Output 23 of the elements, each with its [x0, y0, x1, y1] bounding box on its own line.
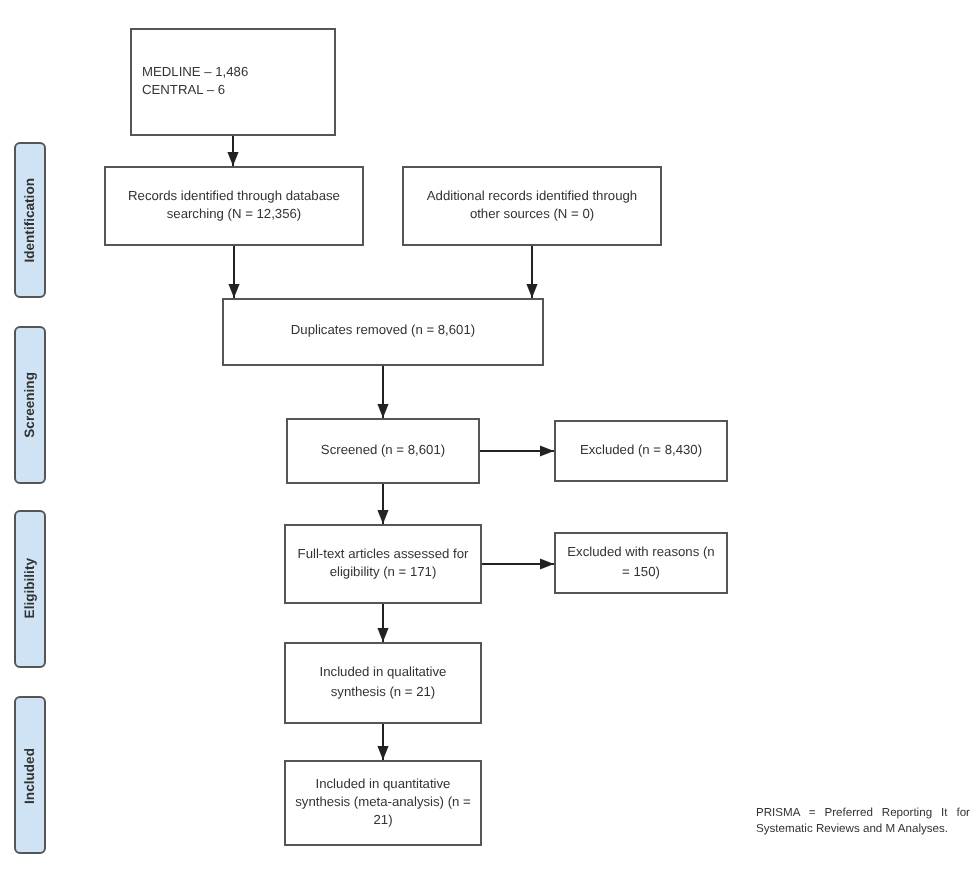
arrow — [227, 135, 239, 167]
arrow — [377, 723, 389, 761]
process-box — [554, 420, 728, 482]
phase-label — [14, 326, 46, 484]
arrow — [377, 603, 389, 643]
phase-label — [14, 510, 46, 668]
process-box — [554, 532, 728, 594]
arrow — [479, 445, 555, 457]
source-list-box — [130, 28, 336, 136]
process-box — [286, 418, 480, 484]
process-box — [104, 166, 364, 246]
arrow — [377, 365, 389, 419]
phase-label — [14, 142, 46, 298]
process-box — [284, 524, 482, 604]
process-box — [284, 642, 482, 724]
process-box — [222, 298, 544, 366]
process-box — [284, 760, 482, 846]
arrow — [228, 245, 240, 299]
arrow — [377, 483, 389, 525]
process-box — [402, 166, 662, 246]
arrow — [481, 558, 555, 570]
phase-label — [14, 696, 46, 854]
arrow — [526, 245, 538, 299]
